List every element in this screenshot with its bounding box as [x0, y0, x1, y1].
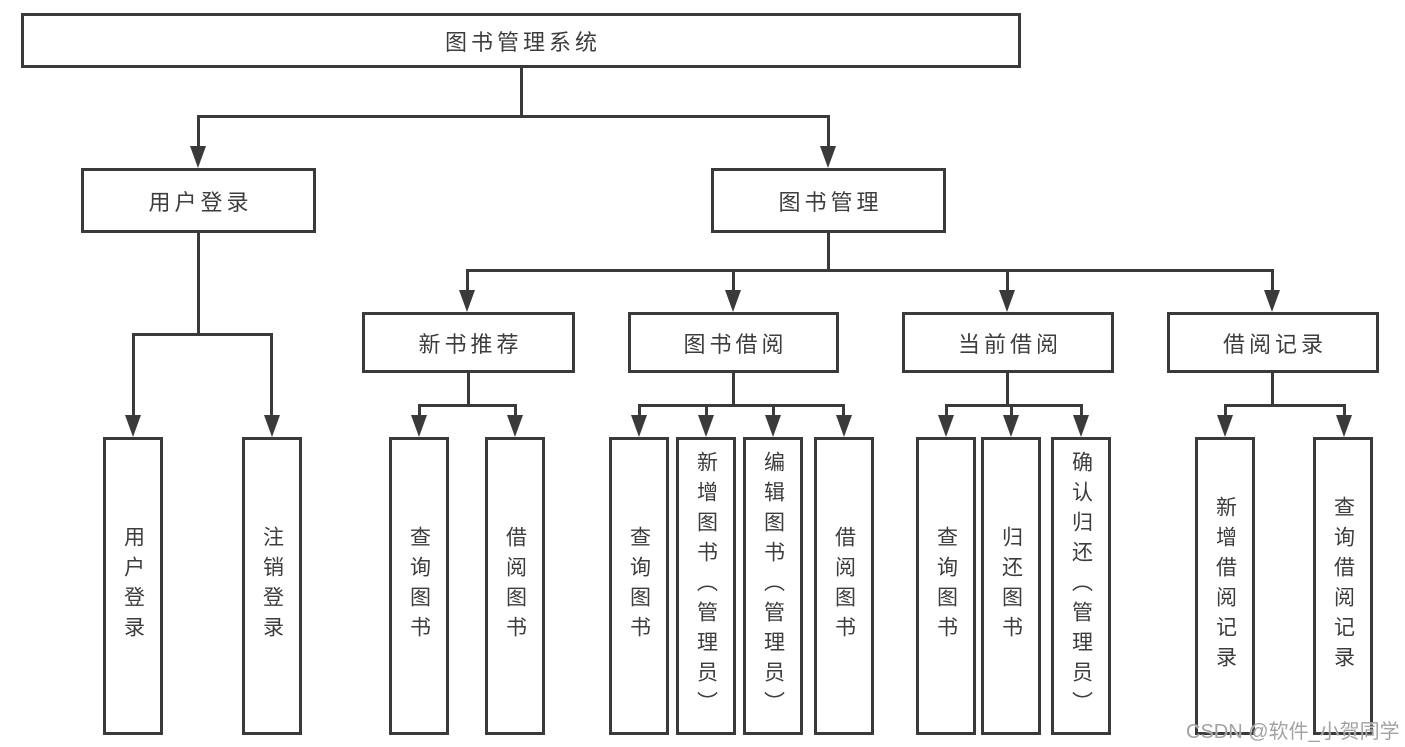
leaf-add-borrow-record: 新增借阅记录 [1195, 437, 1255, 735]
connector-drop-leaf [1224, 404, 1227, 417]
leaf-user-login: 用户登录 [103, 437, 163, 735]
connector-user-login-stem [197, 233, 200, 336]
connector-borrow-records-branch [1224, 404, 1345, 407]
arrow-down-icon [999, 290, 1015, 312]
leaf-label: 编辑图书（管理员） [761, 451, 785, 721]
node-label: 用户登录 [148, 189, 253, 215]
leaf-label: 查询图书 [407, 526, 431, 646]
leaf-add-books-admin: 新增图书（管理员） [676, 437, 736, 735]
connector-borrow-records-stem [1271, 373, 1274, 407]
connector-current-borrow-stem [1006, 373, 1009, 407]
connector-new-book-stem [467, 373, 470, 407]
arrow-down-icon [125, 415, 141, 437]
node-borrowing-records: 借阅记录 [1167, 312, 1379, 373]
arrow-down-icon [820, 146, 836, 168]
arrow-down-icon [836, 415, 852, 437]
arrow-down-icon [264, 415, 280, 437]
connector-drop-book-mgmt [827, 115, 830, 155]
leaf-logout: 注销登录 [242, 437, 302, 735]
leaf-edit-books-admin: 编辑图书（管理员） [743, 437, 803, 735]
leaf-query-books: 查询图书 [609, 437, 669, 735]
connector-drop-current-borrow [1006, 269, 1009, 291]
arrow-down-icon [631, 415, 647, 437]
connector-drop-new-book [466, 269, 469, 291]
arrow-down-icon [1003, 415, 1019, 437]
connector-drop-leaf [1343, 404, 1346, 417]
arrow-down-icon [725, 290, 741, 312]
arrow-down-icon [1264, 290, 1280, 312]
arrow-down-icon [765, 415, 781, 437]
arrow-down-icon [1073, 415, 1089, 437]
connector-drop-leaf [1080, 404, 1083, 417]
node-label: 图书管理 [778, 189, 883, 215]
leaf-query-books: 查询图书 [916, 437, 976, 735]
arrow-down-icon [459, 290, 475, 312]
connector-book-borrow-branch [638, 404, 845, 407]
leaf-label: 查询图书 [627, 526, 651, 646]
node-label: 新书推荐 [418, 331, 523, 357]
arrow-down-icon [938, 415, 954, 437]
connector-drop-leaf [638, 404, 641, 417]
arrow-down-icon [1336, 415, 1352, 437]
leaf-confirm-return-admin: 确认归还（管理员） [1051, 437, 1111, 735]
connector-drop-leaf [945, 404, 948, 417]
leaf-label: 新增借阅记录 [1213, 496, 1237, 676]
arrow-down-icon [1217, 415, 1233, 437]
leaf-label: 查询借阅记录 [1331, 496, 1355, 676]
leaf-borrow-books: 借阅图书 [485, 437, 545, 735]
connector-drop-leaf [132, 333, 135, 417]
connector-drop-leaf [418, 404, 421, 417]
connector-drop-leaf [842, 404, 845, 417]
connector-user-login-branch [132, 333, 273, 336]
node-current-borrowing: 当前借阅 [902, 312, 1114, 373]
leaf-label: 归还图书 [999, 526, 1023, 646]
connector-drop-leaf [1010, 404, 1013, 417]
leaf-label: 用户登录 [121, 526, 145, 646]
connector-current-borrow-branch [945, 404, 1083, 407]
leaf-label: 查询图书 [934, 526, 958, 646]
leaf-query-borrow-record: 查询借阅记录 [1313, 437, 1373, 735]
node-user-login: 用户登录 [81, 168, 316, 233]
connector-root-stem [520, 67, 523, 117]
leaf-label: 确认归还（管理员） [1069, 451, 1093, 721]
leaf-return-books: 归还图书 [981, 437, 1041, 735]
connector-new-book-branch [418, 404, 517, 407]
node-label: 图书管理系统 [444, 29, 601, 55]
connector-drop-leaf [705, 404, 708, 417]
connector-root-branch [197, 115, 829, 118]
connector-book-mgmt-branch [466, 269, 1274, 272]
connector-drop-leaf [270, 333, 273, 417]
csdn-watermark: CSDN @软件_小贺同学 [1186, 721, 1400, 743]
leaf-label: 借阅图书 [832, 526, 856, 646]
leaf-query-books: 查询图书 [389, 437, 449, 735]
node-label: 当前借阅 [957, 331, 1062, 357]
leaf-label: 借阅图书 [503, 526, 527, 646]
arrow-down-icon [507, 415, 523, 437]
arrow-down-icon [411, 415, 427, 437]
connector-drop-leaf [772, 404, 775, 417]
node-book-management: 图书管理 [711, 168, 946, 233]
connector-drop-user-login [197, 115, 200, 155]
node-label: 图书借阅 [683, 331, 788, 357]
connector-drop-leaf [514, 404, 517, 417]
connector-book-borrow-stem [732, 373, 735, 407]
connector-book-mgmt-stem [827, 233, 830, 272]
leaf-borrow-books: 借阅图书 [814, 437, 874, 735]
arrow-down-icon [698, 415, 714, 437]
node-label: 借阅记录 [1222, 331, 1327, 357]
leaf-label: 注销登录 [260, 526, 284, 646]
connector-drop-borrow-records [1271, 269, 1274, 291]
node-new-book-recommendation: 新书推荐 [362, 312, 575, 373]
node-root-library-system: 图书管理系统 [21, 13, 1021, 68]
connector-drop-book-borrow [732, 269, 735, 291]
arrow-down-icon [190, 146, 206, 168]
leaf-label: 新增图书（管理员） [694, 451, 718, 721]
node-book-borrowing: 图书借阅 [628, 312, 839, 373]
